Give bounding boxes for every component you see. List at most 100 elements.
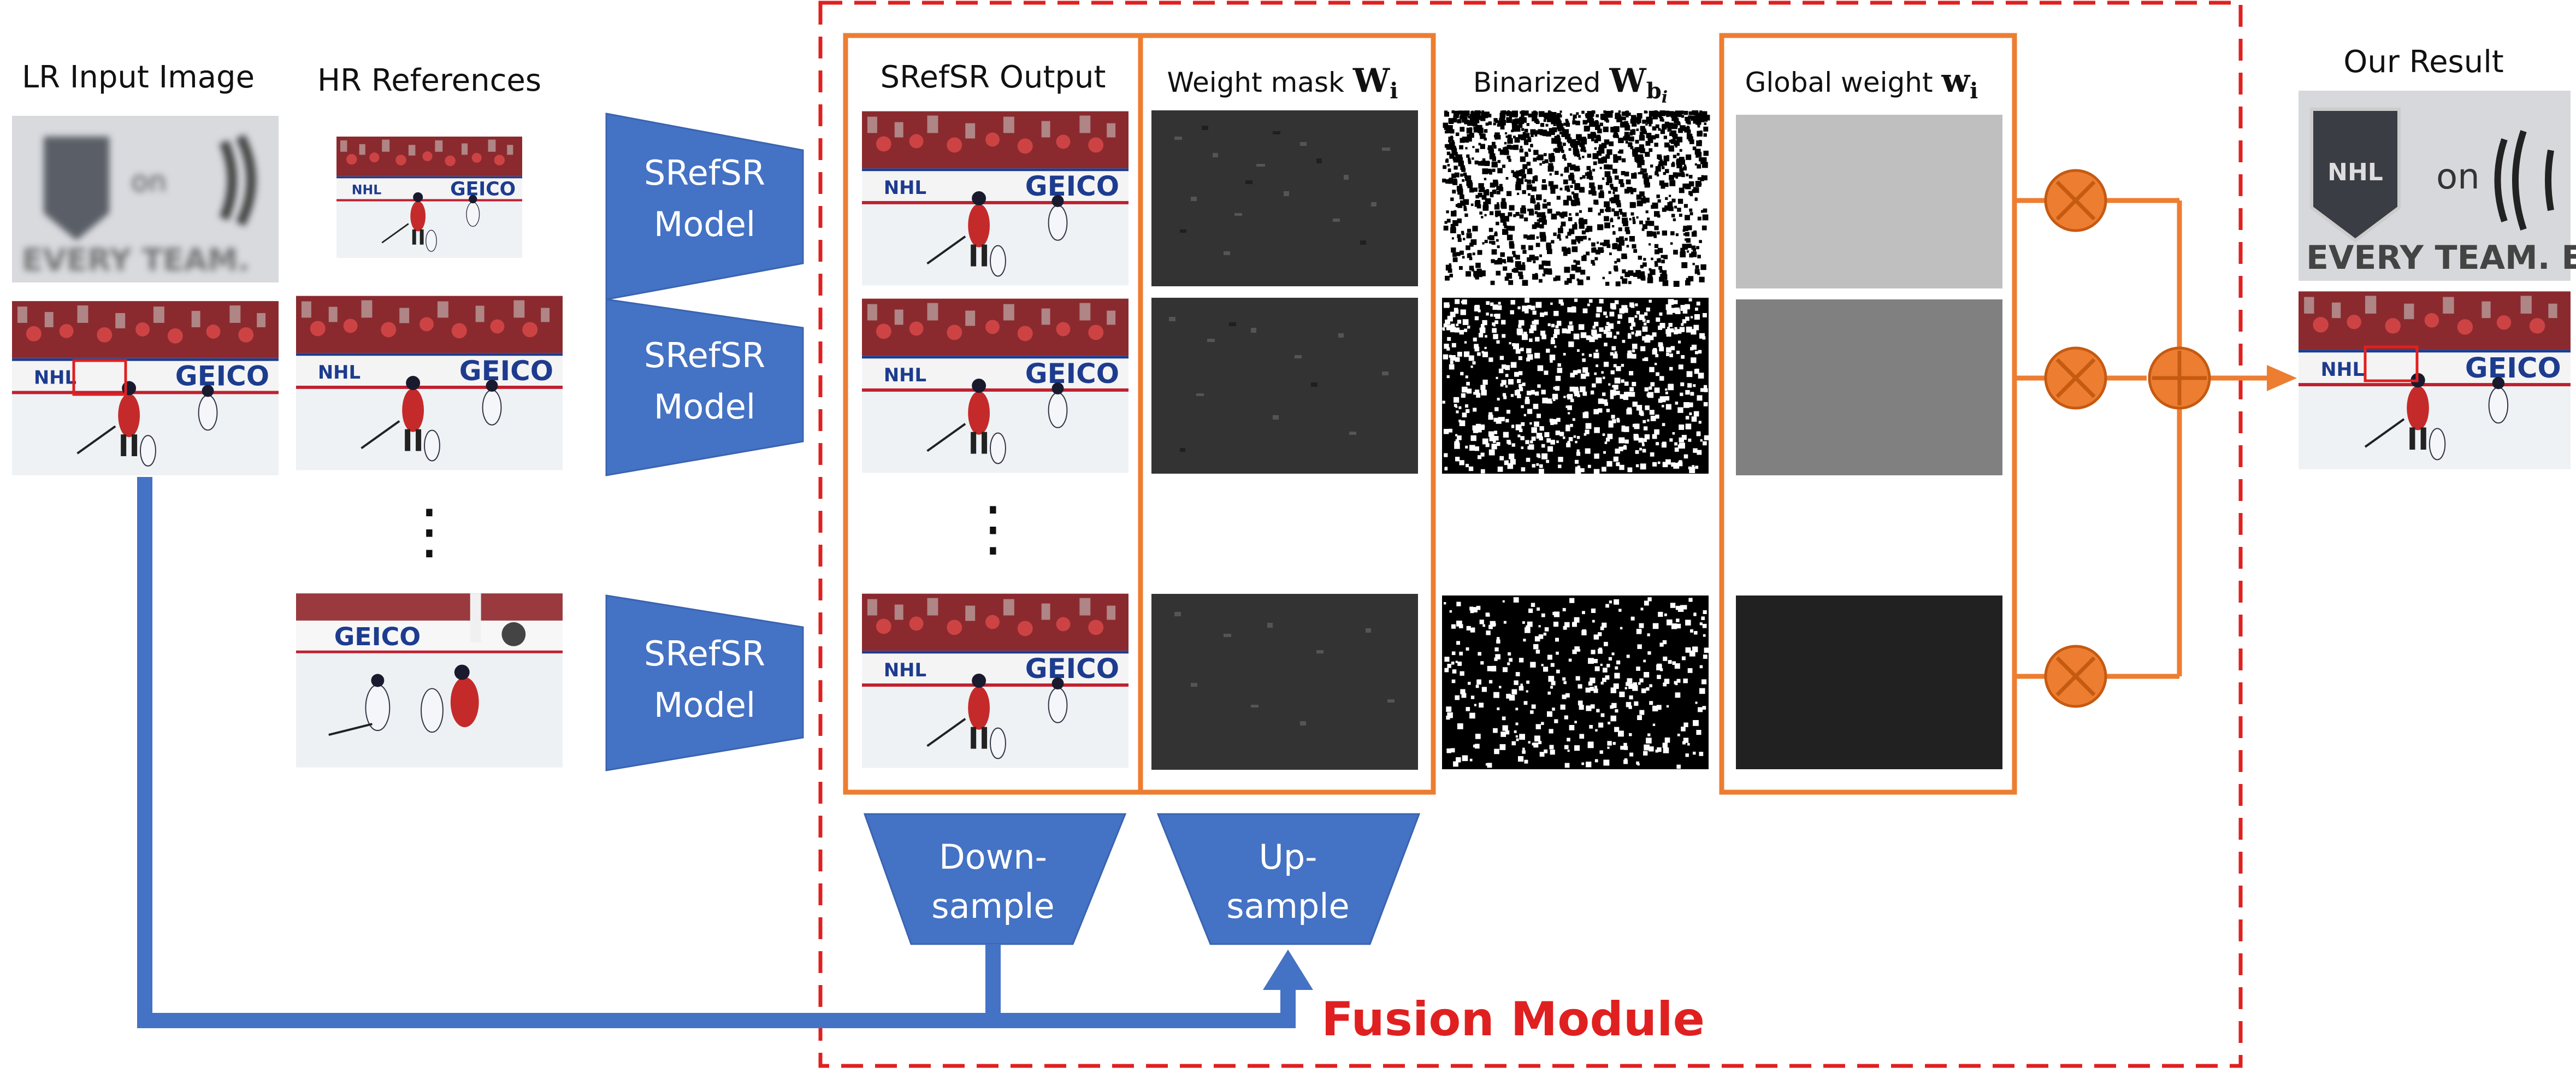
mask-speckle	[1614, 727, 1620, 732]
mask-speckle	[1662, 270, 1667, 275]
mask-speckle	[1678, 128, 1683, 133]
mask-speckle	[1704, 122, 1707, 125]
mask-speckle	[1526, 162, 1531, 166]
mask-speckle	[1544, 432, 1550, 438]
mask-speckle	[1494, 163, 1498, 168]
mask-speckle	[1459, 145, 1463, 150]
hr-references-ellipsis: ⋮	[399, 496, 459, 566]
mask-speckle	[1636, 200, 1643, 207]
mask-speckle	[1548, 181, 1554, 186]
mask-speckle	[1553, 277, 1557, 281]
mask-speckle	[1524, 128, 1528, 133]
mask-speckle	[1444, 344, 1449, 349]
mask-speckle	[1688, 181, 1694, 187]
mask-speckle	[1675, 605, 1680, 610]
mask-speckle	[1487, 236, 1491, 240]
mask-speckle	[1594, 147, 1597, 150]
mask-speckle	[1519, 428, 1523, 432]
mask-speckle	[1536, 391, 1539, 394]
mask-speckle	[1614, 211, 1620, 216]
mask-speckle	[1539, 217, 1543, 222]
mask-speckle	[1659, 376, 1664, 381]
mask-speckle	[1594, 686, 1598, 689]
mask-speckle	[1565, 235, 1568, 239]
mask-speckle	[1571, 306, 1576, 311]
mask-speckle	[1700, 439, 1703, 442]
mask-speckle	[1640, 202, 1643, 205]
mask-speckle	[1558, 228, 1563, 233]
mask-speckle	[1578, 324, 1585, 330]
mask-speckle	[1481, 111, 1486, 117]
mask-speckle	[1493, 728, 1498, 733]
mask-speckle	[1599, 750, 1603, 754]
mask-speckle	[1496, 340, 1500, 344]
mask-speckle	[1532, 321, 1535, 325]
mask-speckle	[1622, 340, 1626, 343]
mask-speckle	[1593, 199, 1599, 205]
mask-speckle	[1536, 433, 1543, 439]
mask-speckle	[1527, 179, 1532, 184]
mask-speckle	[1567, 405, 1572, 410]
mask-speckle	[1647, 120, 1650, 123]
mask-speckle	[1584, 411, 1588, 416]
mask-speckle	[1680, 605, 1683, 609]
mask-speckle	[1523, 701, 1528, 705]
mask-speckle	[1579, 142, 1585, 148]
mask-speckle	[1537, 212, 1542, 217]
mask-speckle	[1513, 597, 1519, 603]
mask-speckle	[1694, 269, 1700, 274]
mask-speckle	[1678, 364, 1683, 370]
mask-speckle	[1555, 325, 1559, 329]
mask-speckle	[1595, 249, 1600, 255]
mask-speckle	[1657, 258, 1661, 263]
mask-speckle	[1567, 249, 1571, 254]
mask-speckle	[1636, 216, 1639, 219]
mask-speckle	[1529, 422, 1532, 425]
mask-speckle	[1666, 332, 1671, 337]
mask-speckle	[1537, 219, 1540, 222]
mask-speckle	[1502, 716, 1506, 721]
mask-speckle	[1517, 394, 1521, 398]
mask-speckle	[1635, 333, 1639, 337]
hr-reference-1	[335, 137, 523, 258]
mask-speckle	[1531, 704, 1536, 709]
mask-speckle	[1535, 724, 1541, 729]
mask-speckle	[1494, 748, 1499, 754]
mask-speckle	[1522, 164, 1528, 169]
mask-speckle	[1460, 127, 1465, 132]
mask-speckle	[1498, 187, 1504, 192]
mask-speckle	[1466, 233, 1472, 239]
mask-speckle	[1664, 182, 1669, 187]
mask-speckle	[1691, 416, 1697, 422]
mask-speckle	[1537, 121, 1540, 123]
mask-speckle	[1639, 410, 1644, 415]
mask-speckle	[1459, 460, 1464, 465]
mask-speckle	[1533, 742, 1539, 748]
mask-speckle	[1582, 367, 1588, 373]
mask-speckle	[1593, 469, 1600, 475]
mask-speckle	[1659, 343, 1663, 347]
mask-speckle	[1483, 190, 1490, 196]
mask-speckle	[1585, 121, 1588, 124]
mask-speckle	[1470, 111, 1475, 115]
mask-speckle	[1612, 353, 1618, 359]
mask-speckle	[1497, 160, 1501, 163]
mask-speckle	[1518, 134, 1523, 139]
mask-speckle	[1676, 162, 1682, 168]
mask-speckle	[1472, 157, 1474, 160]
mask-speckle	[1528, 137, 1531, 139]
mask-speckle	[1696, 140, 1702, 146]
mask-speckle	[1574, 166, 1580, 172]
mask-speckle	[1449, 154, 1455, 159]
mask-speckle	[1574, 298, 1578, 302]
mask-speckle	[1447, 664, 1451, 668]
mask-speckle	[1695, 368, 1699, 372]
mask-speckle	[1624, 134, 1630, 141]
mask-speckle	[1623, 392, 1628, 396]
mask-speckle	[1632, 129, 1635, 133]
mask-speckle	[1561, 221, 1566, 227]
mask-speckle	[1688, 298, 1692, 302]
mask-speckle	[1623, 308, 1628, 313]
mask-speckle	[1564, 133, 1571, 140]
mask-speckle	[1671, 123, 1677, 129]
